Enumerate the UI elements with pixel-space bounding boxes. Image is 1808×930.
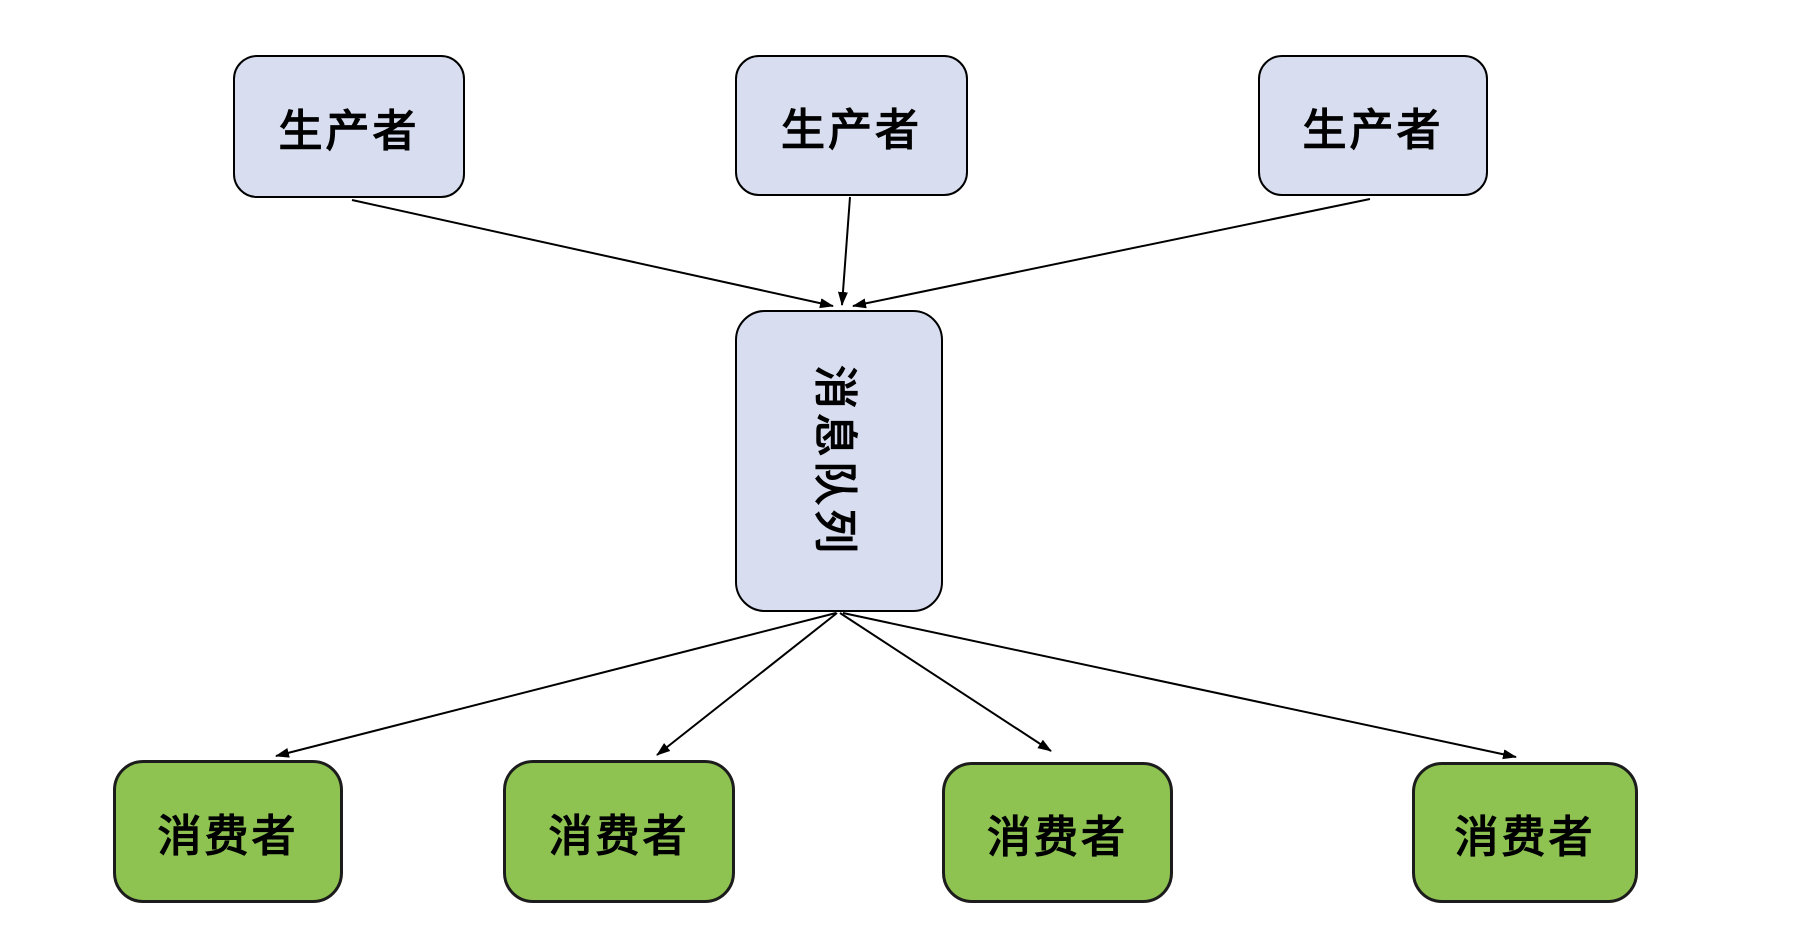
consumer-node-1: 消费者: [113, 760, 343, 903]
consumer-node-3: 消费者: [942, 762, 1173, 903]
arrow-producer3-to-queue: [852, 198, 1371, 309]
consumer-node-2: 消费者: [503, 760, 735, 903]
arrow-producer1-to-queue: [351, 199, 834, 309]
consumer-node-1-label: 消费者: [157, 810, 299, 862]
consumer-node-4: 消费者: [1412, 762, 1638, 903]
arrow-queue-to-consumer1: [275, 612, 837, 758]
producer-node-2-label: 生产者: [781, 104, 922, 156]
producer-node-3-label: 生产者: [1302, 104, 1444, 156]
message-queue-label: 消息队列: [809, 365, 860, 557]
consumer-node-3-label: 消费者: [987, 811, 1128, 863]
consumer-node-4-label: 消费者: [1454, 811, 1596, 863]
arrow-queue-to-consumer4: [842, 612, 1517, 760]
arrow-queue-to-consumer2: [656, 612, 838, 756]
message-queue-node: 消息队列: [735, 310, 943, 612]
arrow-queue-to-consumer3: [839, 612, 1052, 752]
producer-node-1: 生产者: [233, 55, 465, 198]
arrow-producer2-to-queue: [837, 196, 851, 306]
consumer-node-2-label: 消费者: [548, 810, 690, 862]
producer-node-2: 生产者: [735, 55, 968, 196]
producer-node-1-label: 生产者: [278, 105, 420, 157]
producer-node-3: 生产者: [1258, 55, 1488, 196]
